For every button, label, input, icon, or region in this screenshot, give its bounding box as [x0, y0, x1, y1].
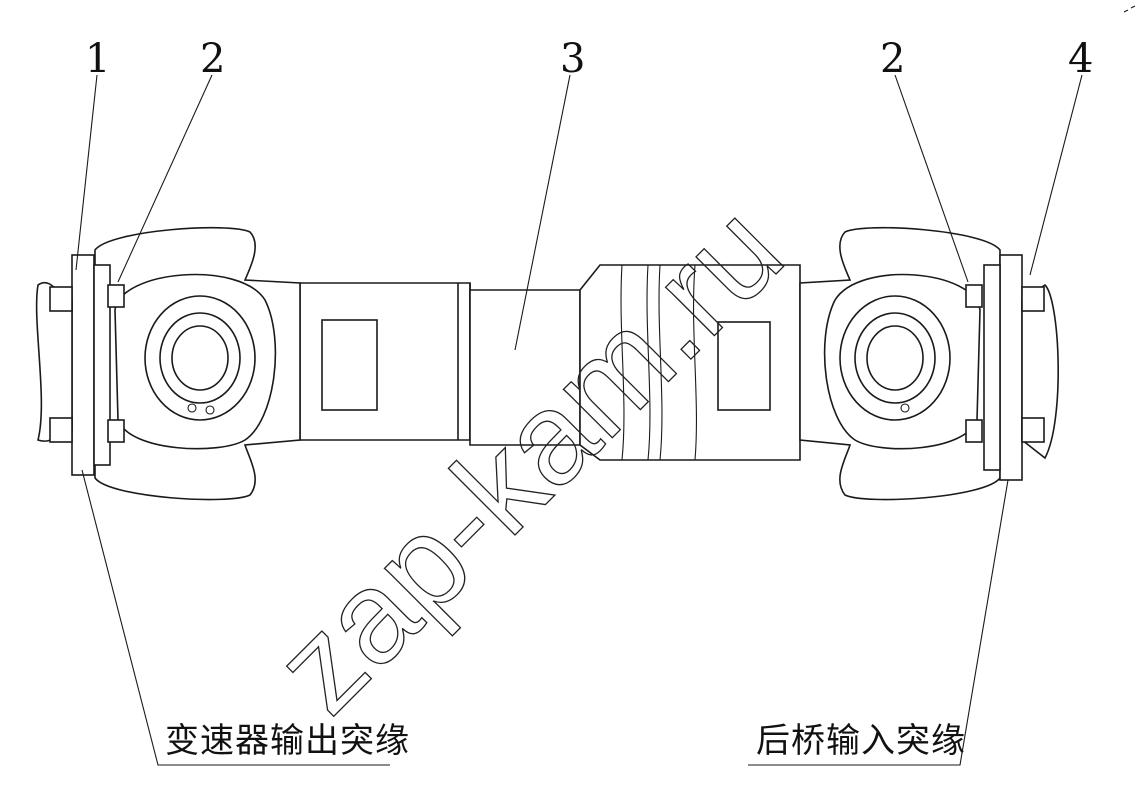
leader-right-flange — [748, 479, 1009, 766]
leader-lines — [75, 74, 1083, 766]
right-universal-joint — [799, 226, 1059, 501]
leader-3 — [514, 74, 571, 351]
left-universal-joint — [35, 226, 301, 501]
callout-2-right: 2 — [880, 36, 905, 82]
leader-2-right — [894, 74, 969, 283]
callout-4: 4 — [1068, 36, 1093, 82]
caption-right-flange: 后桥输入突缘 — [756, 721, 966, 761]
leader-4 — [1029, 74, 1083, 276]
shaft-tube — [299, 264, 801, 461]
callout-3: 3 — [560, 36, 585, 82]
corner-mark — [1123, 5, 1136, 13]
caption-left-flange: 变速器输出突缘 — [165, 721, 410, 761]
callout-1: 1 — [85, 36, 110, 82]
callout-2-left: 2 — [200, 36, 225, 82]
leader-left-flange — [81, 469, 390, 766]
leader-2-left — [117, 74, 213, 283]
leader-1 — [75, 74, 98, 271]
